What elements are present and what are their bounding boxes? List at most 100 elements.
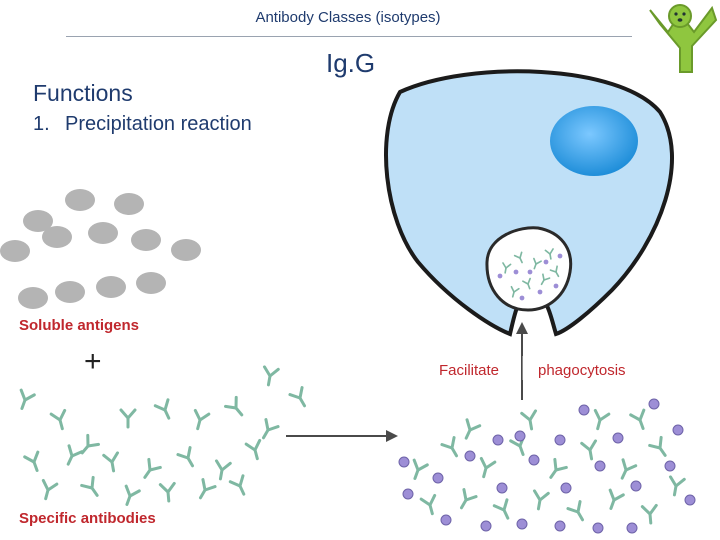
- antigen-bound-icon: [480, 520, 492, 532]
- antibody-icon: [593, 408, 611, 431]
- antibody-icon: [510, 285, 520, 298]
- antigen-bound-icon: [594, 460, 606, 472]
- phagocyte-cell: [384, 69, 674, 337]
- antigen-bound-icon: [440, 514, 452, 526]
- antibody-icon: [193, 408, 211, 431]
- antigen-bound-icon: [543, 259, 549, 265]
- antigen-bound-icon: [519, 295, 525, 301]
- antigen-bound-icon: [514, 430, 526, 442]
- antigen-bound-icon: [464, 450, 476, 462]
- antibody-icon: [19, 388, 36, 410]
- antibody-icon: [119, 408, 137, 429]
- antigen-bound-icon: [492, 434, 504, 446]
- antibody-icon: [262, 365, 280, 387]
- antigen-bound-icon: [528, 454, 540, 466]
- antibody-icon: [513, 251, 523, 264]
- antibody-icon: [608, 488, 625, 510]
- phagocytosis-label: phagocytosis: [538, 362, 626, 379]
- antigen-icon: [42, 226, 72, 248]
- antigen-icon: [55, 281, 85, 303]
- antibody-icon: [566, 500, 584, 522]
- antibody-icon: [540, 273, 551, 286]
- antibody-icon: [648, 435, 667, 457]
- antibody-icon: [479, 456, 497, 479]
- functions-heading: Functions: [33, 80, 133, 106]
- antigen-bound-icon: [402, 488, 414, 500]
- antibody-icon: [580, 439, 598, 461]
- antibody-icon: [223, 395, 244, 417]
- antibody-icon: [629, 408, 646, 430]
- antigen-bound-icon: [648, 398, 660, 410]
- antigen-bound-icon: [432, 472, 444, 484]
- antibody-icon: [620, 458, 638, 480]
- antibody-icon: [440, 436, 458, 458]
- antibody-icon: [262, 418, 280, 440]
- antigen-icon: [171, 239, 201, 261]
- antigen-bound-icon: [612, 432, 624, 444]
- antigen-icon: [18, 287, 48, 309]
- antigen-bound-icon: [684, 494, 696, 506]
- antigen-bound-icon: [626, 522, 638, 534]
- antibody-icon: [544, 248, 554, 260]
- antibody-icon: [80, 475, 99, 497]
- list-item-number: 1.: [33, 113, 50, 135]
- list-item: 1. Precipitation reaction: [33, 113, 252, 136]
- antibody-icon: [412, 458, 429, 480]
- antibody-icon: [533, 257, 542, 270]
- plus-sign: +: [84, 345, 102, 378]
- antibody-icon: [520, 409, 538, 431]
- antibody-icon: [502, 262, 512, 274]
- antibody-icon: [464, 418, 482, 440]
- antigen-icon: [65, 189, 95, 211]
- soluble-antigens-cluster: [0, 189, 201, 309]
- antigen-bound-icon: [537, 289, 543, 295]
- antibody-icon: [460, 488, 478, 510]
- facilitate-label: Facilitate: [439, 362, 500, 379]
- antibody-icon: [199, 478, 217, 500]
- antibody-icon: [102, 451, 120, 473]
- antibody-icon: [549, 457, 568, 479]
- list-item-text: Precipitation reaction: [65, 113, 252, 135]
- antigen-bound-icon: [553, 283, 559, 289]
- antibody-icon: [419, 493, 437, 516]
- antibody-icon: [158, 481, 176, 503]
- antibody-icon: [492, 498, 510, 520]
- antigen-bound-icon: [592, 522, 604, 534]
- mascot-logo-icon: [649, 4, 718, 73]
- arrow-right-icon: [286, 430, 398, 442]
- antigen-bound-icon: [554, 434, 566, 446]
- antigen-bound-icon: [672, 424, 684, 436]
- caption-divider: [522, 356, 523, 380]
- antigen-icon: [96, 276, 126, 298]
- antigen-bound-icon: [557, 253, 563, 259]
- antigen-icon: [0, 240, 30, 262]
- subtitle: Ig.G: [326, 48, 376, 78]
- engulfed-complex: [497, 248, 563, 301]
- antibody-icon: [668, 475, 686, 497]
- antibody-icon: [41, 478, 59, 501]
- antibody-icon: [143, 457, 162, 479]
- antibody-icon: [23, 450, 40, 472]
- antibody-icon: [153, 398, 171, 420]
- antigen-bound-icon: [398, 456, 410, 468]
- nucleus: [550, 106, 638, 176]
- antibodies-cluster: [19, 365, 306, 506]
- antigen-bound-icon: [578, 404, 590, 416]
- antibody-icon: [80, 433, 101, 455]
- antibody-icon: [522, 277, 531, 290]
- antigen-icon: [114, 193, 144, 215]
- specific-antibodies-label: Specific antibodies: [19, 510, 156, 527]
- antigen-icon: [136, 272, 166, 294]
- antibody-icon: [288, 386, 306, 408]
- antigen-icon: [131, 229, 161, 251]
- antibody-icon: [124, 484, 141, 506]
- antigen-bound-icon: [513, 269, 519, 275]
- antibody-icon: [532, 489, 550, 511]
- antigen-bound-icon: [496, 482, 508, 494]
- antibody-icon: [244, 438, 262, 461]
- antigen-icon: [88, 222, 118, 244]
- antigen-bound-icon: [630, 480, 642, 492]
- slide-title: Antibody Classes (isotypes): [255, 9, 441, 26]
- antibody-icon: [176, 446, 194, 468]
- antibody-icon: [228, 474, 246, 496]
